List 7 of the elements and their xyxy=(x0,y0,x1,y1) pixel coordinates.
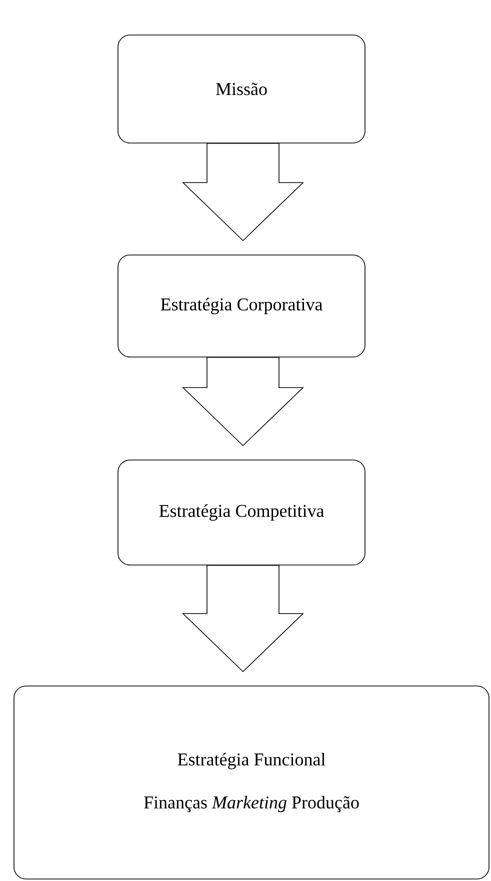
block-arrow xyxy=(182,143,304,242)
block-arrow xyxy=(182,357,304,446)
process-box: Estratégia Funcional Finanças Marketing Produção xyxy=(14,686,490,880)
process-box: Estratégia Corporativa xyxy=(118,254,366,358)
process-box: Missão xyxy=(118,34,366,144)
block-arrow xyxy=(182,565,304,672)
process-box: Estratégia Competitiva xyxy=(118,460,366,566)
